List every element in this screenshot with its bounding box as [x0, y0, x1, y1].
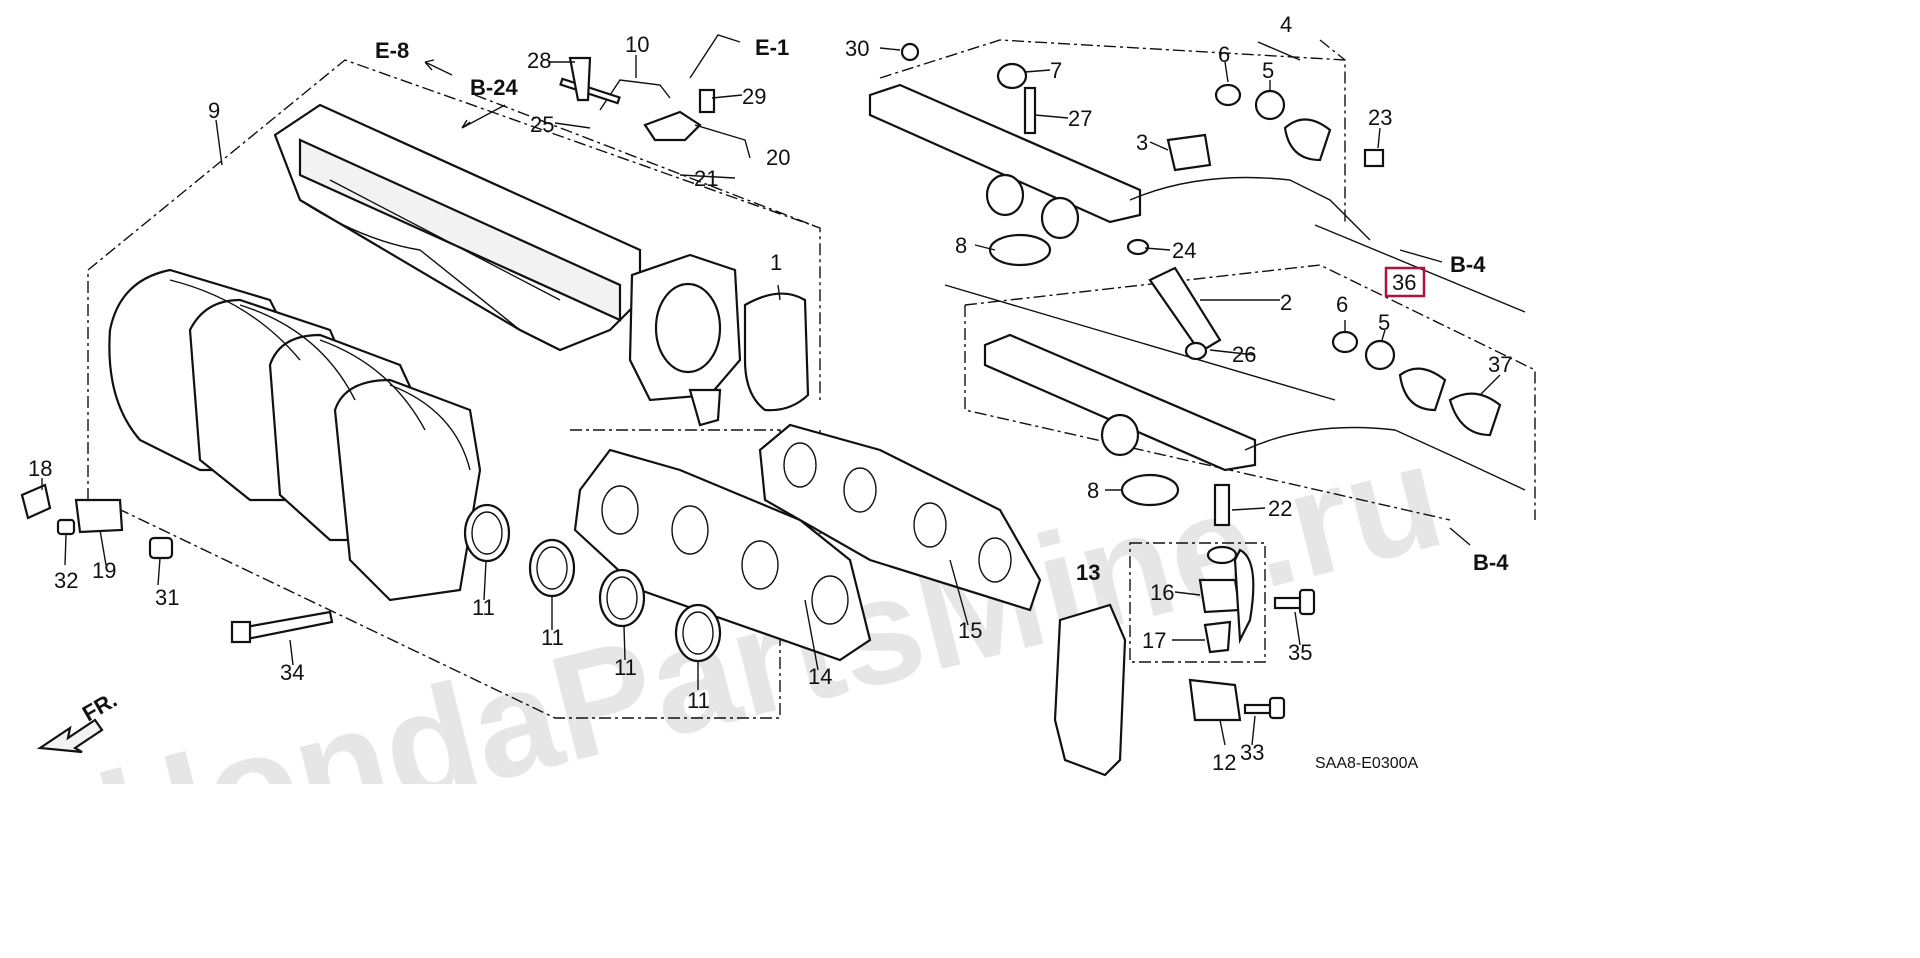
intake-manifold-gasket-14 [573, 448, 872, 662]
callout-11b[interactable]: 11 [541, 625, 564, 650]
callout-22[interactable]: 22 [1268, 496, 1292, 521]
callout-20[interactable]: 20 [766, 145, 790, 170]
callout-18[interactable]: 18 [28, 456, 52, 481]
leader-lines [41, 41, 1501, 746]
callout-4[interactable]: 4 [1280, 12, 1292, 37]
fasteners-left [20, 483, 334, 644]
fuel-rail-group-outline [879, 39, 1346, 225]
callout-11c[interactable]: 11 [614, 655, 637, 680]
callout-5[interactable]: 5 [1262, 58, 1274, 83]
callout-17[interactable]: 17 [1142, 628, 1166, 653]
callout-23[interactable]: 23 [1368, 105, 1392, 130]
fasteners-right [1243, 588, 1316, 720]
callout-7[interactable]: 7 [1050, 58, 1062, 83]
callout-6[interactable]: 6 [1218, 42, 1230, 67]
reference-arrows [424, 34, 1471, 546]
upper-seals-and-clips [988, 83, 1385, 267]
pcv-valve-group [1188, 483, 1255, 722]
callout-36-highlight [1384, 266, 1426, 298]
drawing-code: SAA8-E0300A [1315, 755, 1419, 772]
callout-8b[interactable]: 8 [1087, 478, 1099, 503]
gasket-15-holes [783, 442, 1012, 583]
callout-9[interactable]: 9 [208, 98, 220, 123]
throttle-body-gasket [743, 292, 810, 412]
callout-30[interactable]: 30 [845, 36, 869, 61]
callout-32[interactable]: 32 [54, 568, 78, 593]
callout-11a[interactable]: 11 [472, 595, 495, 620]
front-marker-label: FR. [78, 687, 121, 726]
rail-divider-line [944, 284, 1336, 401]
fuel-rail-upper [868, 42, 1371, 241]
reference-b4-lower[interactable]: B-4 [1473, 550, 1509, 575]
callout-8[interactable]: 8 [955, 233, 967, 258]
callout-35[interactable]: 35 [1288, 640, 1312, 665]
callout-37[interactable]: 37 [1488, 352, 1512, 377]
callout-6b[interactable]: 6 [1336, 292, 1348, 317]
callout-5b[interactable]: 5 [1378, 310, 1390, 335]
reference-labels[interactable]: E-8 B-24 E-1 B-4 B-4 [375, 35, 1509, 575]
callout-25[interactable]: 25 [530, 112, 554, 137]
fuel-injector [1126, 238, 1222, 361]
callout-10[interactable]: 10 [625, 32, 649, 57]
callout-15[interactable]: 15 [958, 618, 982, 643]
reference-e1[interactable]: E-1 [755, 35, 789, 60]
callout-33[interactable]: 33 [1240, 740, 1264, 765]
callout-24[interactable]: 24 [1172, 238, 1196, 263]
callout-26[interactable]: 26 [1232, 342, 1256, 367]
callout-21[interactable]: 21 [694, 166, 718, 191]
reference-e8[interactable]: E-8 [375, 38, 409, 63]
reference-b24[interactable]: B-24 [470, 75, 518, 100]
intake-manifold-gasket-15 [758, 423, 1042, 612]
insulator-rings [463, 503, 722, 663]
callout-29[interactable]: 29 [742, 84, 766, 109]
reference-b4-upper[interactable]: B-4 [1450, 252, 1486, 277]
callout-34[interactable]: 34 [280, 660, 304, 685]
throttle-body [628, 253, 742, 427]
callout-12[interactable]: 12 [1212, 750, 1236, 775]
callout-36[interactable]: 36 [1392, 270, 1416, 295]
fuel-rail-group-2-outline [964, 264, 1536, 521]
callout-14[interactable]: 14 [808, 664, 832, 689]
callout-27[interactable]: 27 [1068, 106, 1092, 131]
callout-1[interactable]: 1 [770, 250, 782, 275]
callout-numbers[interactable]: 1 2 3 4 5 5 6 6 7 8 8 9 10 11 11 11 11 1… [12, 0, 1512, 775]
callout-11d[interactable]: 11 [687, 688, 710, 713]
manifold-bracket [1053, 603, 1127, 777]
callout-3[interactable]: 3 [1136, 130, 1148, 155]
callout-28[interactable]: 28 [527, 48, 551, 73]
callout-2[interactable]: 2 [1280, 290, 1292, 315]
callout-19[interactable]: 19 [92, 558, 116, 583]
vacuum-pipe-and-sensor [559, 56, 716, 142]
callout-31[interactable]: 31 [155, 585, 179, 610]
pcv-group-outline [1129, 542, 1266, 663]
intake-manifold [108, 103, 642, 602]
intake-manifold-parts-diagram: HondaPartsMine.ru [12, 0, 1536, 784]
gasket-group-outline [99, 429, 781, 719]
fuel-rail-lower [983, 330, 1526, 507]
callout-13[interactable]: 13 [1076, 560, 1100, 585]
callout-16[interactable]: 16 [1150, 580, 1174, 605]
gasket-14-holes [601, 485, 849, 625]
